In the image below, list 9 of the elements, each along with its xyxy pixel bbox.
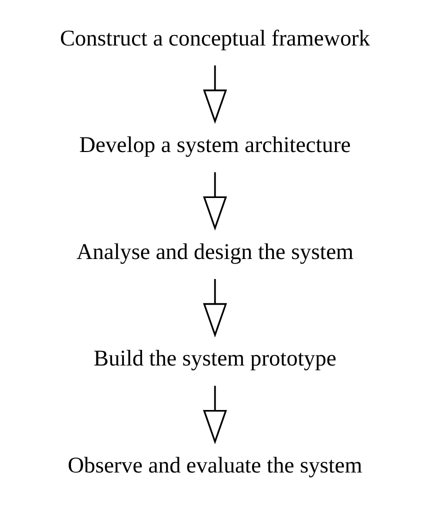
- arrow: [202, 385, 226, 444]
- arrow: [202, 172, 226, 230]
- node-text: Construct a conceptual framework: [59, 24, 370, 50]
- node-text: Analyse and design the system: [76, 238, 354, 264]
- node-text: Build the system prototype: [93, 345, 336, 370]
- arrow: [202, 64, 226, 124]
- node-text: Develop a system architecture: [78, 132, 350, 157]
- node-text: Observe and evaluate the system: [67, 452, 362, 477]
- arrow: [202, 278, 226, 337]
